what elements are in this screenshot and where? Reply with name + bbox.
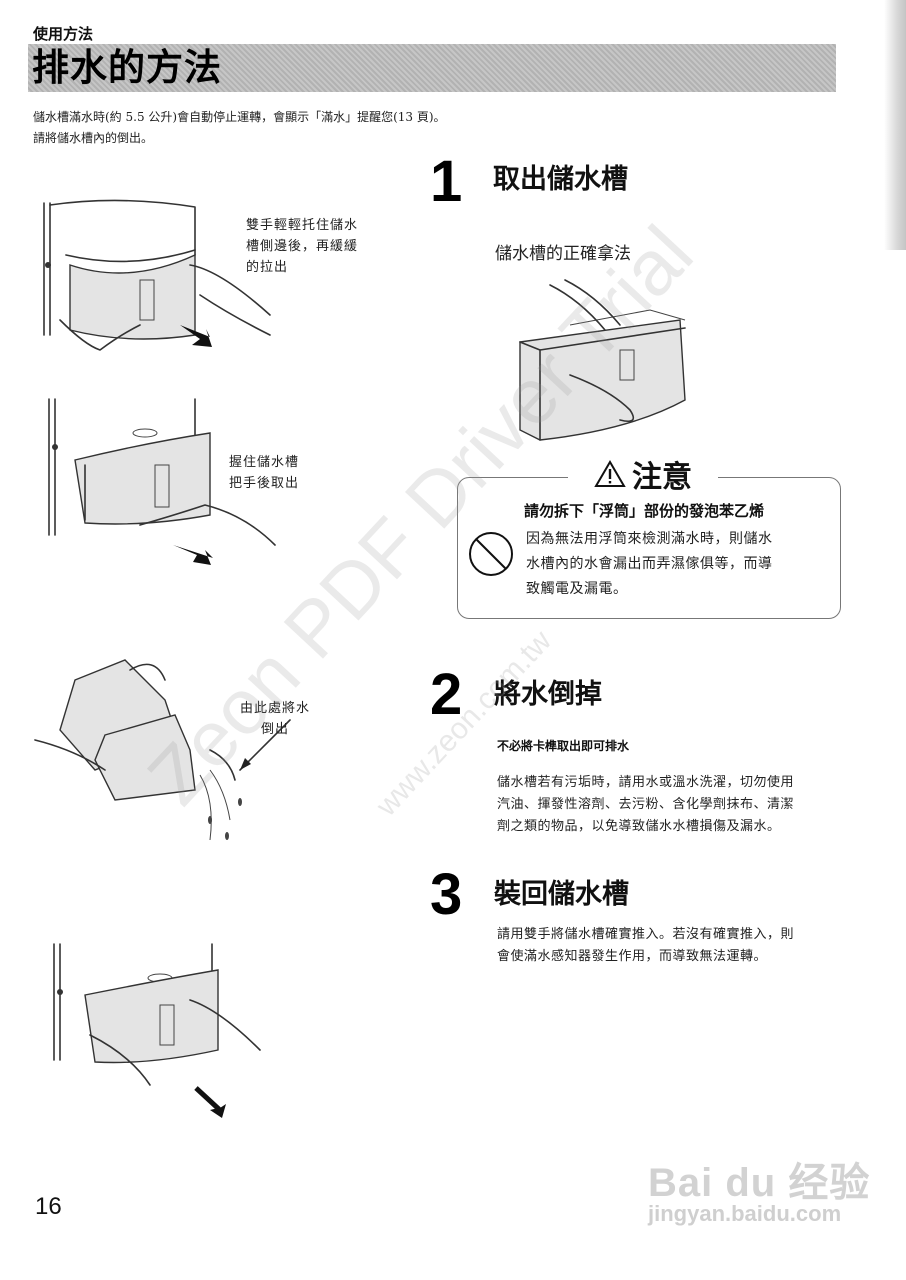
caution-box xyxy=(457,477,841,619)
intro-line-1: 儲水槽滿水時(約 5.5 公升)會自動停止運轉，會顯示「滿水」提醒您(13 頁)… xyxy=(33,110,446,124)
caption-pour-water: 由此處將水 倒出 xyxy=(240,698,310,740)
caption-pull-tank: 雙手輕輕托住儲水 槽側邊後，再緩緩 的拉出 xyxy=(246,215,358,278)
body-line: 劑之類的物品，以免導致儲水水槽損傷及漏水。 xyxy=(497,819,781,834)
step-2-title: 將水倒掉 xyxy=(494,679,602,710)
caution-heading-text: 注意 xyxy=(632,460,692,495)
page-edge-shadow xyxy=(884,0,906,250)
caption-line: 槽側邊後，再緩緩 xyxy=(246,239,359,254)
step-2-body: 儲水槽若有污垢時，請用水或溫水洗濯，切勿使用 汽油、揮發性溶劑、去污粉、含化學劑… xyxy=(497,772,794,838)
caution-line: 水槽內的水會漏出而弄濕傢俱等，而導 xyxy=(526,556,773,572)
step-3-body: 請用雙手將儲水槽確實推入。若沒有確實推入，則 會使滿水感知器發生作用，而導致無法… xyxy=(497,924,794,968)
body-line: 會使滿水感知器發生作用，而導致無法運轉。 xyxy=(497,949,768,964)
illustration-pour-water xyxy=(34,659,291,841)
intro-line-2: 請將儲水槽內的倒出。 xyxy=(33,131,154,145)
step-3-title: 裝回儲水槽 xyxy=(494,879,629,910)
step-3-number: 3 xyxy=(430,862,463,927)
step-1-title: 取出儲水槽 xyxy=(493,164,628,195)
step-2-number: 2 xyxy=(430,662,463,727)
caution-body: 因為無法用浮筒來檢測滿水時，則儲水 水槽內的水會漏出而弄濕傢俱等，而導 致觸電及… xyxy=(526,527,831,602)
caution-line: 因為無法用浮筒來檢測滿水時，則儲水 xyxy=(526,531,773,547)
illustration-hold-tank xyxy=(519,279,686,441)
page-number: 16 xyxy=(35,1193,62,1220)
illustration-pull-tank xyxy=(43,199,271,351)
caption-line: 倒出 xyxy=(261,722,290,737)
illustration-grip-handle xyxy=(48,398,276,565)
title-bar xyxy=(28,44,836,92)
prohibited-icon xyxy=(469,532,513,576)
caution-warning-title: 請勿拆下「浮筒」部份的發泡苯乙烯 xyxy=(524,502,765,520)
caption-line: 雙手輕輕托住儲水 xyxy=(246,218,359,233)
page-title: 排水的方法 xyxy=(32,46,222,89)
baidu-url: jingyan.baidu.com xyxy=(648,1201,842,1226)
intro-text: 儲水槽滿水時(約 5.5 公升)會自動停止運轉，會顯示「滿水」提醒您(13 頁)… xyxy=(33,107,446,149)
step-1-subtitle: 儲水槽的正確拿法 xyxy=(495,244,631,264)
step-1-number: 1 xyxy=(430,149,463,214)
section-label: 使用方法 xyxy=(33,25,94,43)
caption-line: 握住儲水槽 xyxy=(229,455,300,470)
step-2-note: 不必將卡榫取出即可排水 xyxy=(497,739,630,753)
warning-triangle-icon xyxy=(594,460,626,487)
baidu-logo: Bai du 经验 xyxy=(648,1161,871,1205)
body-line: 儲水槽若有污垢時，請用水或溫水洗濯，切勿使用 xyxy=(497,775,795,790)
illustration-reinsert-tank xyxy=(53,943,261,1118)
body-line: 汽油、揮發性溶劑、去污粉、含化學劑抹布、清潔 xyxy=(497,797,795,812)
caption-line: 的拉出 xyxy=(246,260,289,275)
caution-line: 致觸電及漏電。 xyxy=(526,581,628,597)
caption-line: 由此處將水 xyxy=(240,701,311,716)
caption-line: 把手後取出 xyxy=(229,476,300,491)
caption-grip-handle: 握住儲水槽 把手後取出 xyxy=(229,452,299,494)
caution-heading: 注意 xyxy=(568,452,718,496)
body-line: 請用雙手將儲水槽確實推入。若沒有確實推入，則 xyxy=(497,927,795,942)
